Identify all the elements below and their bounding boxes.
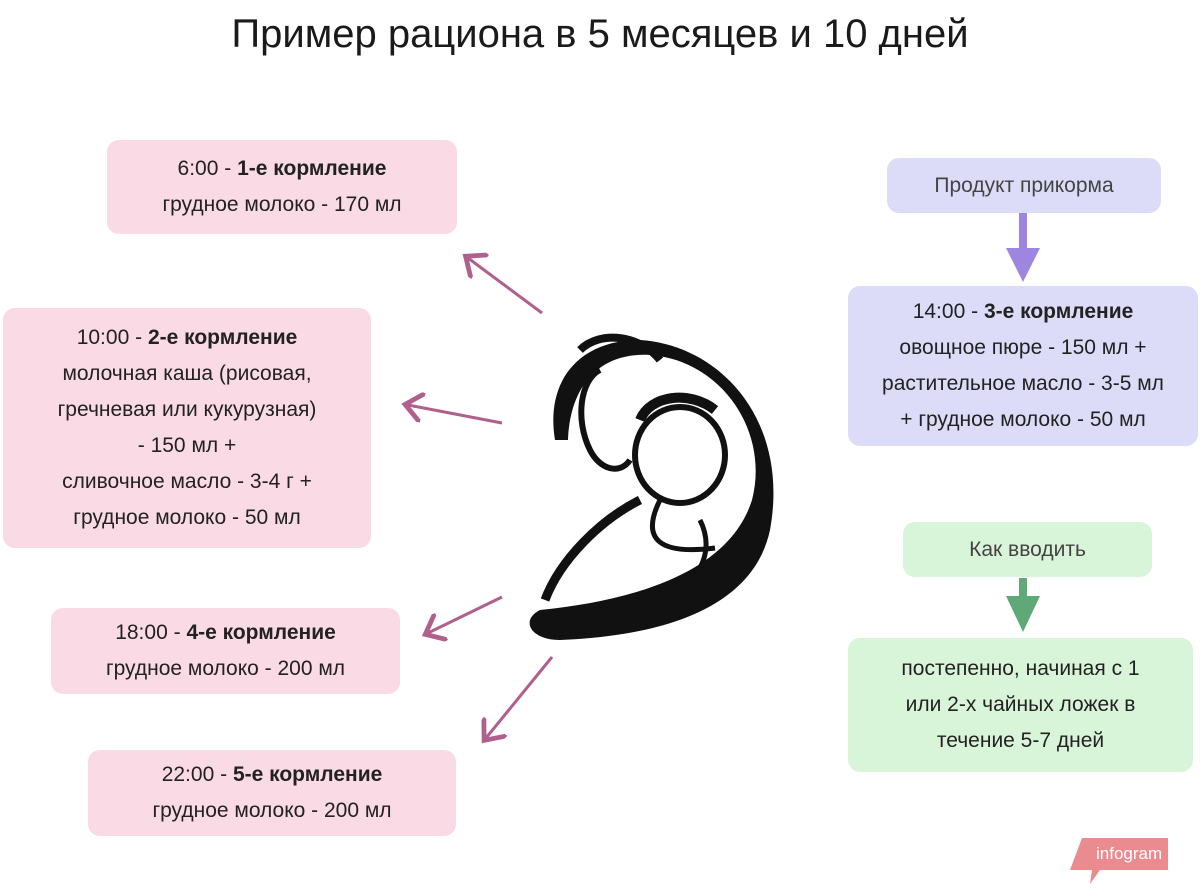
feeding-line: овощное пюре - 150 мл + bbox=[899, 336, 1147, 359]
separator: - bbox=[965, 300, 984, 323]
feeding-time: 18:00 bbox=[115, 621, 168, 644]
how-line: постепенно, начиная с 1 bbox=[901, 657, 1140, 680]
infogram-logo[interactable]: infogram bbox=[1068, 838, 1170, 884]
how-header: Как вводить bbox=[969, 537, 1086, 561]
feeding-line: + грудное молоко - 50 мл bbox=[900, 408, 1146, 431]
feeding-2-box: 10:00 - 2-е кормление молочная каша (рис… bbox=[3, 308, 371, 548]
feeding-time: 22:00 bbox=[161, 763, 215, 786]
how-line: течение 5-7 дней bbox=[936, 729, 1105, 752]
feeding-time: 6:00 bbox=[177, 157, 219, 180]
how-header-box: Как вводить bbox=[903, 522, 1152, 577]
green-arrow-icon bbox=[1006, 578, 1040, 632]
feeding-label: 5-е кормление bbox=[232, 763, 383, 786]
separator: - bbox=[214, 763, 233, 786]
page-title: Пример рациона в 5 месяцев и 10 дней bbox=[231, 12, 969, 56]
feeding-line: гречневая или кукурузная) bbox=[57, 398, 317, 421]
separator: - bbox=[129, 326, 148, 349]
product-header-box: Продукт прикорма bbox=[887, 158, 1161, 213]
feeding-label: 1-е кормление bbox=[237, 157, 387, 180]
separator: - bbox=[167, 621, 187, 644]
arrow-to-feeding-5 bbox=[486, 656, 554, 738]
feeding-time: 14:00 bbox=[912, 300, 966, 323]
feeding-4-box: 18:00 - 4-е кормление грудное молоко - 2… bbox=[51, 608, 400, 694]
arrow-to-feeding-1 bbox=[468, 258, 543, 315]
feeding-line: грудное молоко - 50 мл bbox=[73, 506, 301, 529]
product-header: Продукт прикорма bbox=[934, 173, 1114, 197]
separator: - bbox=[218, 157, 238, 180]
arrow-to-feeding-2 bbox=[408, 405, 503, 425]
arrow-to-feeding-4 bbox=[428, 595, 503, 633]
brand-text: infogram bbox=[1096, 844, 1163, 863]
mother-baby-icon bbox=[529, 333, 774, 640]
feeding-1-box: 6:00 - 1-е кормление грудное молоко - 17… bbox=[107, 140, 457, 234]
feeding-3-box: 14:00 - 3-е кормление овощное пюре - 150… bbox=[848, 286, 1198, 446]
feeding-label: 2-е кормление bbox=[147, 326, 298, 349]
how-box: постепенно, начиная с 1 или 2-х чайных л… bbox=[848, 638, 1193, 772]
how-line: или 2-х чайных ложек в bbox=[905, 693, 1136, 716]
feeding-line: молочная каша (рисовая, bbox=[62, 362, 312, 385]
feeding-line: грудное молоко - 170 мл bbox=[162, 193, 402, 216]
feeding-line: - 150 мл + bbox=[137, 434, 237, 457]
feeding-5-box: 22:00 - 5-е кормление грудное молоко - 2… bbox=[88, 750, 456, 836]
feeding-line: сливочное масло - 3-4 г + bbox=[62, 470, 312, 493]
purple-arrow-icon bbox=[1006, 212, 1040, 282]
feeding-line: грудное молоко - 200 мл bbox=[105, 657, 346, 680]
feeding-line: грудное молоко - 200 мл bbox=[152, 799, 392, 822]
feeding-line: растительное масло - 3-5 мл bbox=[882, 372, 1164, 395]
feeding-label: 3-е кормление bbox=[983, 300, 1134, 323]
feeding-time: 10:00 bbox=[76, 326, 130, 349]
feeding-label: 4-е кормление bbox=[186, 621, 336, 644]
